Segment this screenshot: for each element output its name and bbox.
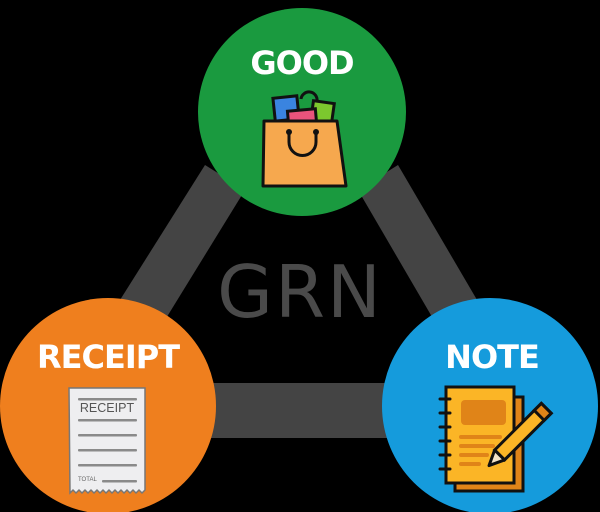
label-note: NOTE bbox=[445, 338, 540, 376]
label-good: GOOD bbox=[250, 44, 354, 82]
node-receipt bbox=[0, 298, 216, 512]
label-receipt: RECEIPT bbox=[36, 338, 180, 376]
edge-good-receipt bbox=[120, 165, 245, 320]
shopping-bag-icon bbox=[261, 90, 348, 188]
center-label-grn: GRN bbox=[217, 250, 383, 334]
node-note bbox=[382, 298, 598, 512]
connectors bbox=[120, 165, 480, 438]
edge-good-note bbox=[358, 165, 480, 322]
edge-receipt-note bbox=[200, 383, 400, 438]
receipt-icon-total: TOTAL bbox=[78, 477, 97, 483]
receipt-icon-title: RECEIPT bbox=[79, 401, 135, 415]
receipt-icon bbox=[68, 387, 146, 495]
node-good bbox=[198, 8, 406, 216]
notebook-pencil-icon bbox=[438, 385, 554, 493]
